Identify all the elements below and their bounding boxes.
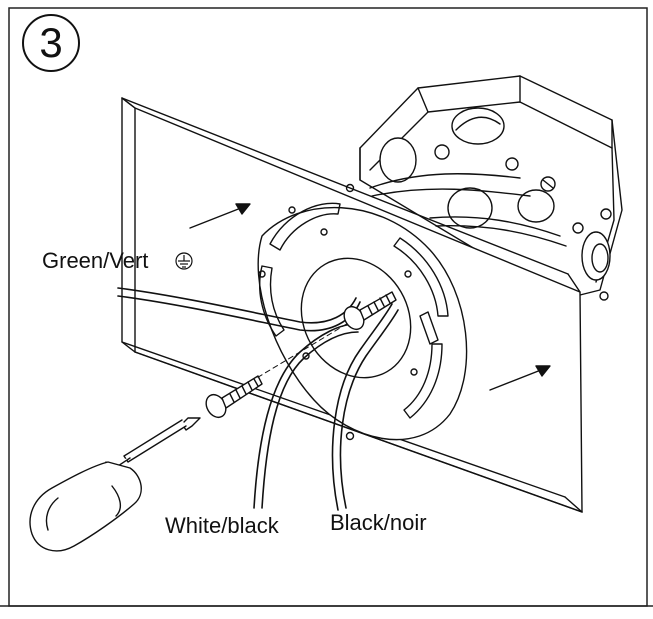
junction-box bbox=[359, 75, 623, 301]
step-number-badge: 3 bbox=[22, 14, 80, 72]
push-arrow-left bbox=[189, 203, 251, 229]
green-wire bbox=[117, 287, 357, 324]
white-wire bbox=[253, 323, 357, 509]
screwdriver-icon bbox=[29, 417, 201, 552]
upper-screw bbox=[343, 291, 397, 331]
push-arrow-right bbox=[489, 365, 551, 391]
alignment-guide bbox=[249, 321, 351, 383]
black-wire bbox=[331, 303, 393, 511]
black-wire-label: Black/noir bbox=[330, 510, 427, 535]
ground-wire-label: Green/Vert bbox=[42, 248, 149, 273]
white-wire-label: White/black bbox=[165, 513, 279, 538]
lower-screw bbox=[205, 375, 263, 419]
ground-symbol-icon bbox=[175, 252, 193, 270]
